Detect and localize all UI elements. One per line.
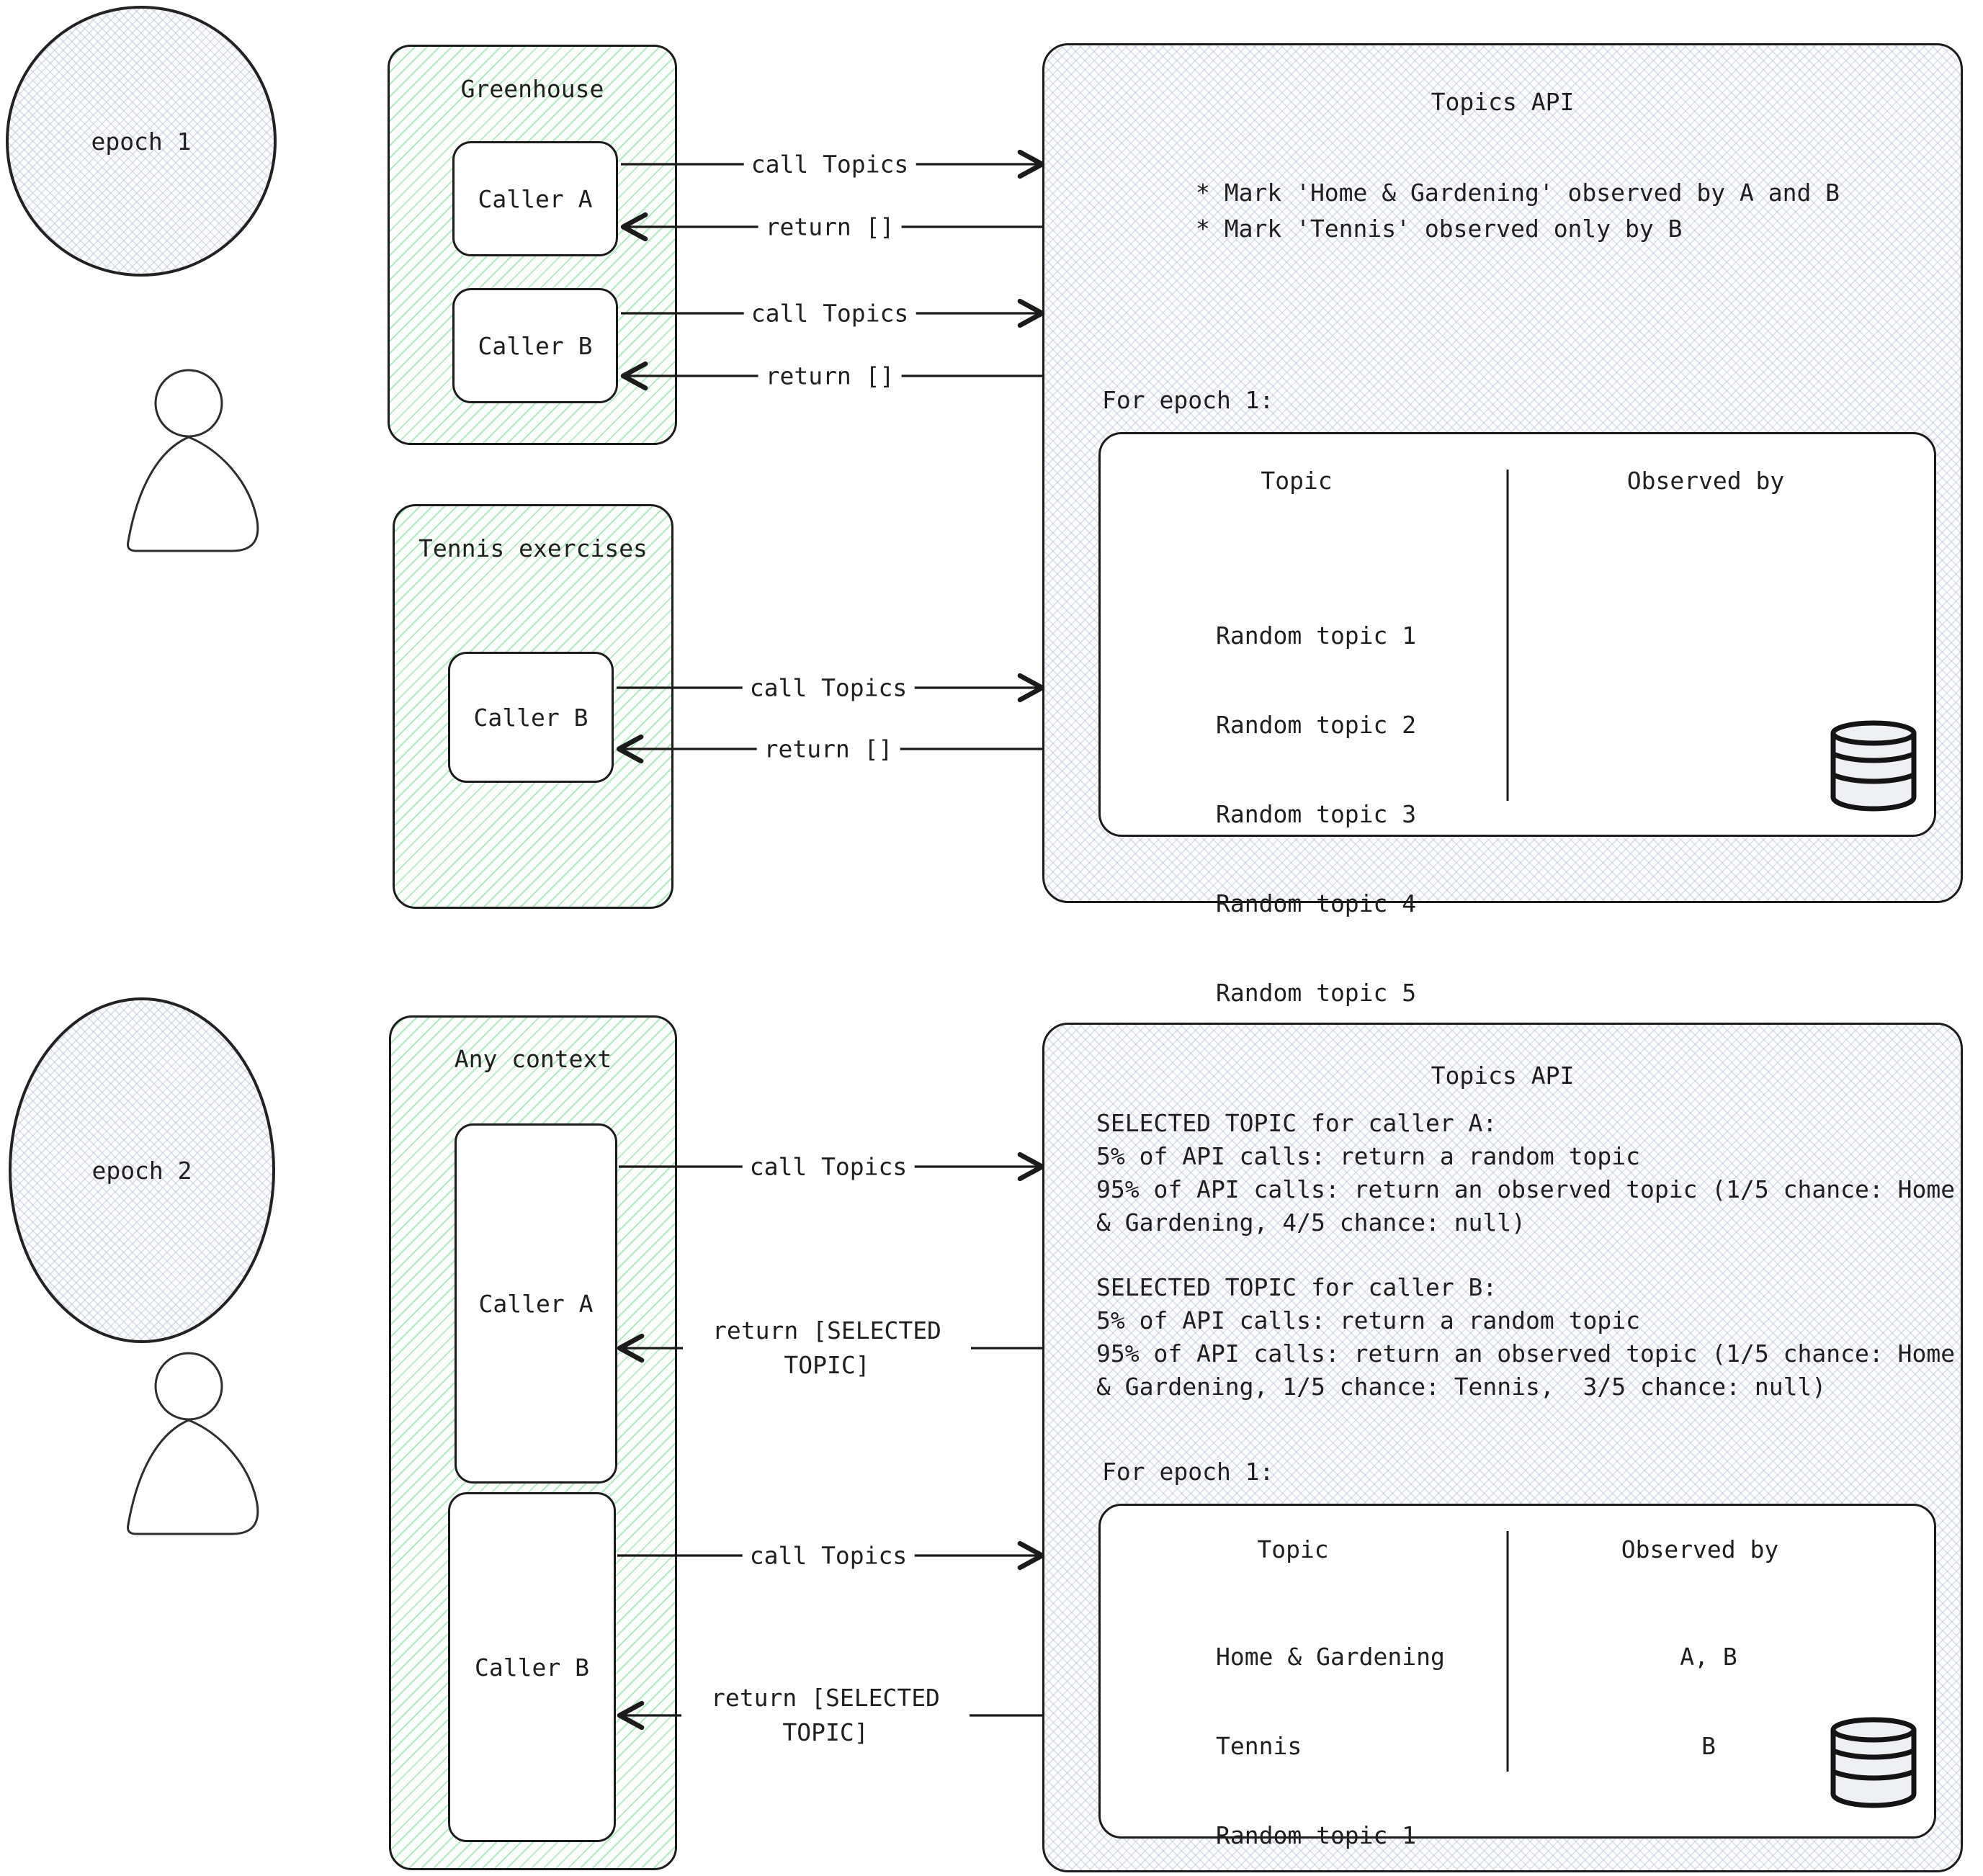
epoch2-table-topic-header: Topic <box>1257 1535 1329 1563</box>
epoch1-api-note-2: * Mark 'Tennis' observed only by B <box>1196 215 1683 243</box>
epoch2-caller-b-box: Caller B <box>448 1492 616 1842</box>
epoch1-table-topic-header: Topic <box>1261 467 1333 495</box>
arrow-label-call-topics: call Topics <box>742 1541 915 1570</box>
table-cell-observed: A, B <box>1680 1643 1737 1671</box>
caller-b-label: Caller B <box>478 331 593 360</box>
caller-b-label: Caller B <box>475 1653 589 1682</box>
epoch2-table-observed-header: Observed by <box>1621 1535 1779 1563</box>
epoch1-topics-api-title: Topics API <box>1431 88 1575 116</box>
arrow-label-return-empty: return [] <box>756 735 900 763</box>
epoch2-selected-b-line: & Gardening, 1/5 chance: Tennis, 3/5 cha… <box>1096 1373 1827 1401</box>
epoch2-selected-b-line: 95% of API calls: return an observed top… <box>1096 1339 1956 1368</box>
arrow-label-return-selected-topic: return [SELECTED TOPIC] <box>683 1314 971 1383</box>
epoch1-for-epoch-label: For epoch 1: <box>1102 386 1274 414</box>
greenhouse-title: Greenhouse <box>460 75 604 103</box>
epoch2-selected-a-line: SELECTED TOPIC for caller A: <box>1096 1109 1498 1137</box>
arrow-label-return-empty: return [] <box>758 212 902 241</box>
table-cell-observed <box>1619 1819 1799 1852</box>
epoch2-selected-b-line: 5% of API calls: return a random topic <box>1096 1306 1640 1334</box>
epoch2-selected-a-line: & Gardening, 4/5 chance: null) <box>1096 1208 1526 1237</box>
table-row: Tennis <box>1216 1732 1302 1760</box>
epoch1-badge: epoch 1 <box>6 6 277 277</box>
caller-a-label: Caller A <box>478 1289 594 1318</box>
epoch2-selected-a-line: 5% of API calls: return a random topic <box>1096 1142 1640 1170</box>
table-row: Random topic 1 <box>1216 621 1417 650</box>
caller-b-label: Caller B <box>473 703 588 732</box>
epoch2-for-epoch-label: For epoch 1: <box>1102 1458 1274 1486</box>
table-row: Random topic 5 <box>1216 979 1417 1007</box>
epoch2-table-observed-column: A, B B <box>1619 1584 1799 1876</box>
epoch1-greenhouse-caller-b-box: Caller B <box>452 288 618 403</box>
table-cell-observed: B <box>1701 1732 1716 1760</box>
arrow-label-return-selected-topic: return [SELECTED TOPIC] <box>681 1681 970 1750</box>
epoch2-selected-b-line: SELECTED TOPIC for caller B: <box>1096 1273 1498 1301</box>
epoch2-badge: epoch 2 <box>9 997 275 1343</box>
epoch1-topics-table <box>1098 432 1936 837</box>
person-icon <box>126 1352 259 1535</box>
table-row: Random topic 1 <box>1216 1821 1417 1849</box>
epoch2-table-topic-column: Home & Gardening Tennis Random topic 1 R… <box>1216 1584 1445 1876</box>
arrow-label-call-topics: call Topics <box>743 150 916 179</box>
epoch2-topics-api-title: Topics API <box>1431 1062 1575 1090</box>
person-icon <box>126 369 259 552</box>
epoch2-label: epoch 2 <box>91 1156 192 1185</box>
epoch2-caller-a-box: Caller A <box>455 1123 617 1484</box>
table-row: Home & Gardening <box>1216 1643 1445 1671</box>
table-row: Random topic 2 <box>1216 711 1417 739</box>
epoch1-table-topic-column: Random topic 1 Random topic 2 Random top… <box>1216 563 1416 1066</box>
arrow-label-call-topics: call Topics <box>743 299 916 328</box>
epoch1-greenhouse-caller-a-box: Caller A <box>452 141 618 256</box>
epoch1-api-note-1: * Mark 'Home & Gardening' observed by A … <box>1196 179 1840 207</box>
arrow-label-return-empty: return [] <box>758 362 902 390</box>
epoch1-label: epoch 1 <box>91 127 192 156</box>
table-row: Random topic 3 <box>1216 800 1417 828</box>
arrow-label-call-topics: call Topics <box>742 673 915 702</box>
table-row: Random topic 4 <box>1216 889 1417 917</box>
epoch2-topics-table <box>1098 1504 1936 1839</box>
epoch1-tennis-caller-b-box: Caller B <box>448 652 614 783</box>
tennis-title: Tennis exercises <box>418 534 648 562</box>
caller-a-label: Caller A <box>478 184 593 213</box>
epoch1-table-observed-header: Observed by <box>1626 467 1785 495</box>
any-context-title: Any context <box>454 1045 612 1073</box>
arrow-label-call-topics: call Topics <box>742 1152 915 1181</box>
epoch2-selected-a-line: 95% of API calls: return an observed top… <box>1096 1175 1956 1203</box>
